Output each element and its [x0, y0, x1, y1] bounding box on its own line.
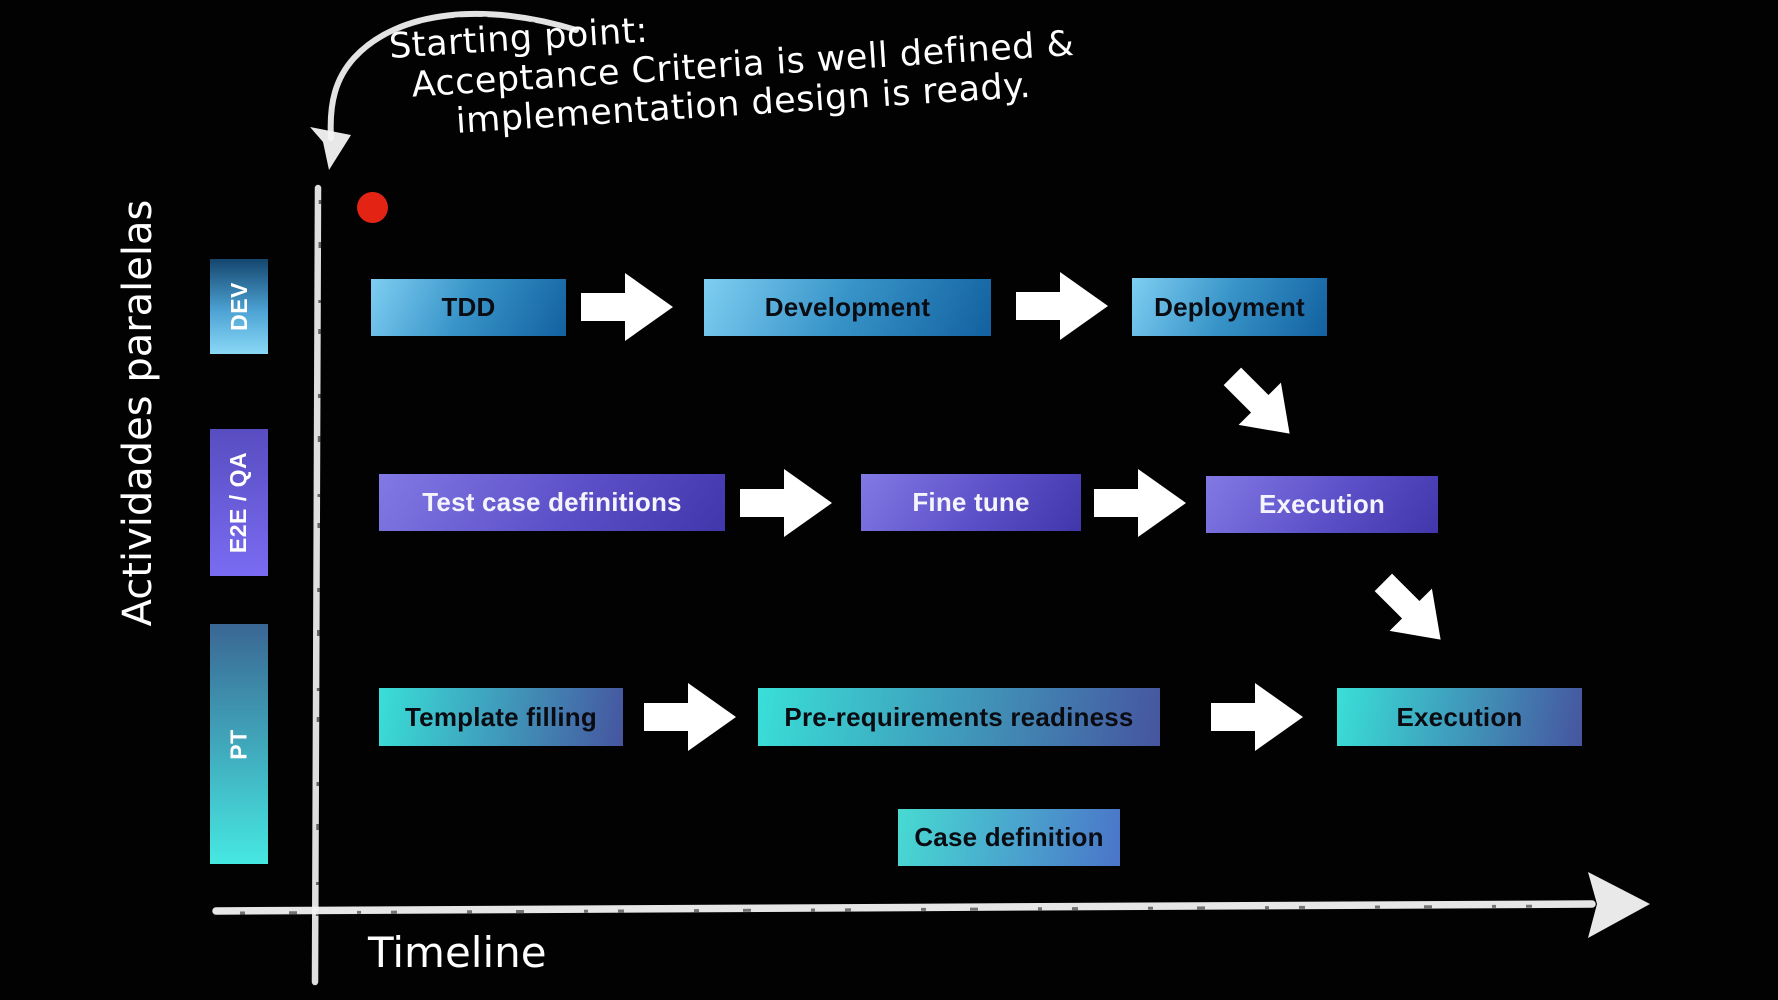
x-axis-label: Timeline: [368, 928, 547, 977]
process-box-fine-tune: Fine tune: [861, 474, 1081, 531]
process-box-label: Case definition: [914, 822, 1104, 852]
flow-arrow-icon: [644, 683, 736, 751]
process-box-execution-pt: Execution: [1337, 688, 1582, 746]
start-marker-dot: [357, 192, 388, 223]
process-box-label: Template filling: [405, 701, 597, 732]
process-box-development: Development: [704, 279, 991, 336]
process-box-case-definition: Case definition: [898, 809, 1120, 866]
flow-arrow-diagonal-icon: [1223, 367, 1290, 434]
lane-chip-pt: PT: [210, 624, 268, 864]
flow-arrow-icon: [581, 273, 673, 341]
process-box-test-case-definitions: Test case definitions: [379, 474, 725, 531]
process-box-pre-requirements-readiness: Pre-requirements readiness: [758, 688, 1160, 746]
flow-arrow-icon: [740, 469, 832, 537]
timeline-axis-line: [212, 872, 1650, 938]
timeline-arrowhead-icon: [1588, 872, 1650, 938]
lane-chip-dev: DEV: [210, 259, 268, 354]
flow-arrow-icon: [1211, 683, 1303, 751]
process-box-label: Development: [764, 292, 931, 322]
process-box-deployment: Deployment: [1132, 278, 1327, 336]
flow-arrow-icon: [1094, 469, 1186, 537]
process-box-label: Execution: [1396, 701, 1523, 732]
process-box-label: Test case definitions: [422, 487, 682, 517]
process-box-execution-qa: Execution: [1206, 476, 1438, 533]
process-box-label: Deployment: [1154, 291, 1305, 322]
flow-arrow-diagonal-icon: [1374, 573, 1441, 640]
lane-chip-e2e-qa: E2E / QA: [210, 429, 268, 576]
process-box-label: Pre-requirements readiness: [784, 701, 1134, 732]
process-box-template-filling: Template filling: [379, 688, 623, 746]
lane-chip-label: PT: [225, 728, 252, 760]
lane-chip-label: E2E / QA: [225, 451, 252, 554]
process-box-label: Fine tune: [912, 487, 1030, 517]
process-box-label: TDD: [441, 292, 496, 322]
process-box-label: Execution: [1258, 489, 1386, 519]
starting-point-arrow-icon: [310, 10, 579, 170]
flow-arrow-icon: [1016, 272, 1108, 340]
process-box-tdd: TDD: [371, 279, 566, 336]
y-axis-label: Actividades paralelas: [115, 199, 161, 627]
y-axis-line: [311, 184, 322, 986]
lane-chip-label: DEV: [225, 282, 252, 331]
